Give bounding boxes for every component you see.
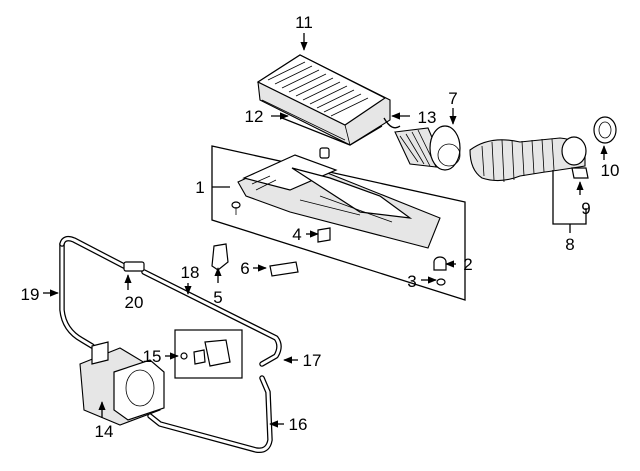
hose-part-19: [59, 241, 95, 349]
callout-12: 12: [245, 107, 264, 126]
callout-17: 17: [303, 351, 322, 370]
callout-18: 18: [181, 263, 200, 282]
callout-15: 15: [143, 347, 162, 366]
bracket-part-6: [269, 261, 299, 277]
clip-part-4: [317, 227, 331, 243]
callout-4: 4: [292, 225, 301, 244]
callout-10: 10: [601, 161, 620, 180]
housing-outline: [211, 145, 466, 301]
hose-part-16: [147, 375, 273, 454]
leader-lines: [43, 33, 608, 428]
callout-19: 19: [21, 285, 40, 304]
clamp-ring: [383, 117, 401, 129]
bracket-part-5: [211, 243, 229, 271]
solenoid-valve: [180, 339, 231, 367]
grommet-part-2: [433, 256, 447, 271]
callout-2: 2: [463, 255, 472, 274]
callout-13: 13: [418, 108, 437, 127]
grommet: [319, 147, 330, 159]
callout-7: 7: [448, 89, 457, 108]
callout-6: 6: [240, 259, 249, 278]
callout-16: 16: [289, 415, 308, 434]
callout-14: 14: [95, 422, 114, 441]
temp-sensor: [571, 167, 589, 179]
callout-3: 3: [407, 272, 416, 291]
callout-5: 5: [213, 288, 222, 307]
air-filter-cone: [394, 125, 461, 171]
callout-11: 11: [295, 13, 313, 32]
air-cleaner-case: [237, 154, 441, 249]
air-cleaner-cover: [256, 54, 391, 146]
bolt-left: [231, 201, 241, 215]
callout-9: 9: [581, 199, 590, 218]
callout-1: 1: [195, 178, 204, 197]
callout-20: 20: [125, 293, 144, 312]
bolt-part-3: [436, 278, 446, 286]
hose-clamp: [593, 116, 617, 144]
callout-8: 8: [565, 235, 574, 254]
cover-seal: [281, 117, 383, 146]
hose-connector: [123, 261, 145, 272]
intake-tube: [469, 136, 587, 183]
